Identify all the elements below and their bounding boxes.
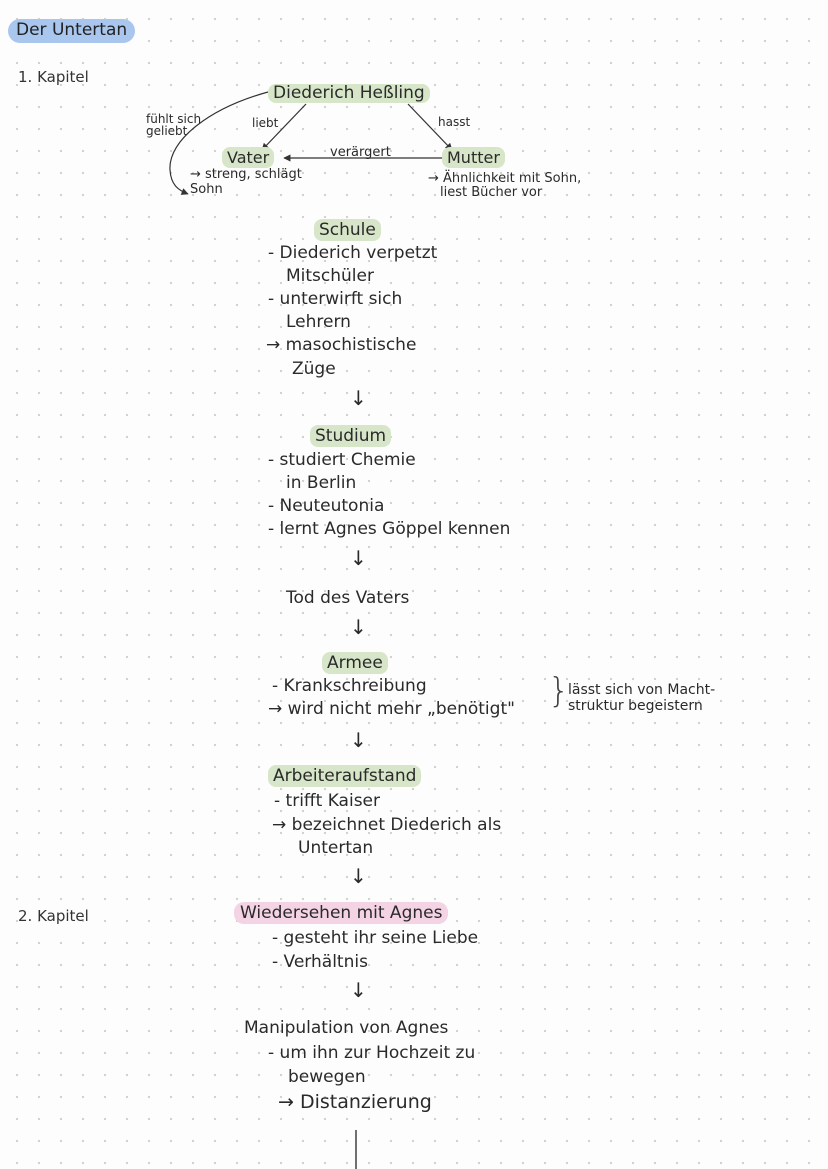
node-mother: Mutter xyxy=(442,147,505,168)
arbeiter-line-2: → bezeichnet Diederich als xyxy=(272,815,502,835)
heading-manipulation: Manipulation von Agnes xyxy=(244,1018,449,1038)
heading-arbeiteraufstand: Arbeiteraufstand xyxy=(268,765,422,787)
manipulation-line-3: → Distanzierung xyxy=(278,1091,432,1113)
down-arrow-2: ↓ xyxy=(350,546,367,570)
node-father: Vater xyxy=(222,147,275,168)
heading-armee: Armee xyxy=(322,652,388,674)
down-arrow-3: ↓ xyxy=(350,615,367,639)
armee-side-note-1: lässt sich von Macht- xyxy=(568,682,716,698)
chapter-2-label: 2. Kapitel xyxy=(18,907,89,925)
edge-label-annoyed: verärgert xyxy=(330,145,391,160)
studium-line-2: in Berlin xyxy=(286,473,357,493)
chapter-1-label: 1. Kapitel xyxy=(18,68,89,86)
down-arrow-6: ↓ xyxy=(350,978,367,1002)
armee-line-1: - Krankschreibung xyxy=(272,676,427,696)
loves-arrow xyxy=(261,103,307,151)
schule-line-3: - unterwirft sich xyxy=(268,289,403,309)
father-note-2: Sohn xyxy=(190,182,223,197)
edge-label-hates: hasst xyxy=(438,115,471,129)
heading-schule: Schule xyxy=(314,219,381,241)
arbeiter-line-3: Untertan xyxy=(298,838,374,858)
page-title: Der Untertan xyxy=(8,19,136,43)
schule-line-6: Züge xyxy=(292,359,336,379)
mother-note-1: → Ähnlichkeit mit Sohn, xyxy=(428,171,582,186)
studium-line-3: - Neuteutonia xyxy=(268,496,385,516)
mother-note-2: liest Bücher vor xyxy=(440,185,543,200)
down-arrow-5: ↓ xyxy=(350,864,367,888)
edge-label-feels-loved-2: geliebt xyxy=(146,124,188,138)
schule-line-1: - Diederich verpetzt xyxy=(268,243,438,263)
armee-brace: } xyxy=(548,671,570,711)
wiedersehen-line-2: - Verhältnis xyxy=(272,952,368,972)
studium-line-1: - studiert Chemie xyxy=(268,450,416,470)
schule-line-5: → masochistische xyxy=(266,335,417,355)
arbeiter-line-1: - trifft Kaiser xyxy=(274,791,380,811)
manipulation-line-1: - um ihn zur Hochzeit zu xyxy=(268,1043,476,1063)
armee-side-note-2: struktur begeistern xyxy=(568,698,703,714)
node-diederich: Diederich Heßling xyxy=(268,84,430,103)
heading-wiedersehen: Wiedersehen mit Agnes xyxy=(234,902,449,924)
studium-line-4: - lernt Agnes Göppel kennen xyxy=(268,519,511,539)
manipulation-line-2: bewegen xyxy=(288,1067,366,1087)
armee-line-2: → wird nicht mehr „benötigt" xyxy=(268,699,515,719)
edge-label-feels-loved-1: fühlt sich xyxy=(146,112,202,126)
wiedersehen-line-1: - gesteht ihr seine Liebe xyxy=(272,928,479,948)
down-arrow-1: ↓ xyxy=(350,386,367,410)
down-arrow-4: ↓ xyxy=(350,728,367,752)
feels-loved-arrow xyxy=(169,91,269,195)
schule-line-4: Lehrern xyxy=(286,312,351,332)
event-death-father: Tod des Vaters xyxy=(286,588,410,608)
schule-line-2: Mitschüler xyxy=(286,266,374,286)
edge-label-loves: liebt xyxy=(252,116,279,130)
hates-arrow xyxy=(407,103,453,151)
heading-studium: Studium xyxy=(310,425,392,447)
father-note-1: → streng, schlägt xyxy=(190,167,302,182)
